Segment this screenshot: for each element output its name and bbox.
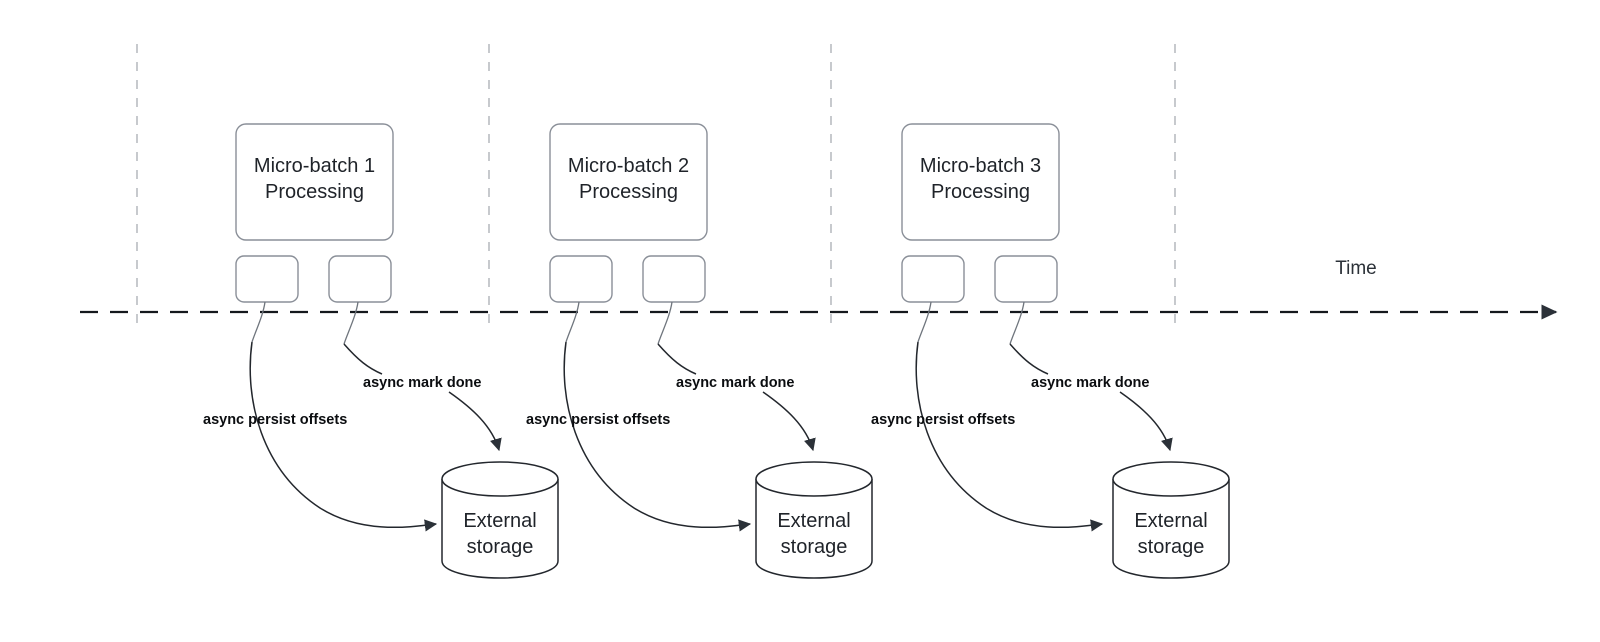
batch-3-mark-done-task[interactable]: [994, 255, 1058, 303]
batch-group-2: Micro-batch 2 Processing async persist o…: [526, 123, 873, 579]
batch-3-persist-offsets-task[interactable]: [901, 255, 965, 303]
micro-batch-3-title-line2: Processing: [931, 181, 1030, 203]
batch-2-async-mark-done-label: async mark done: [676, 375, 794, 391]
micro-batch-1-title-line2: Processing: [265, 181, 364, 203]
micro-batch-2-box[interactable]: [549, 123, 708, 241]
batch-2-external-storage[interactable]: External storage: [755, 461, 873, 579]
batch-1-async-persist-offsets-arrow: [249, 341, 438, 532]
batch-2-storage-label-line2: storage: [781, 536, 848, 558]
batch-2-storage-top: [755, 461, 873, 497]
batch-3-storage-label-line2: storage: [1138, 536, 1205, 558]
time-axis: Time: [80, 258, 1558, 320]
batch-3-storage-label-line1: External: [1134, 510, 1207, 532]
micro-batch-2-title-line1: Micro-batch 2: [568, 155, 689, 177]
micro-batch-1-box[interactable]: [235, 123, 394, 241]
batch-1-mark-done-task[interactable]: [328, 255, 392, 303]
batch-1-storage-body: [441, 479, 559, 579]
batch-2-storage-body: [755, 479, 873, 579]
batch-3-storage-body: [1112, 479, 1230, 579]
batch-3-async-persist-offsets-arrow: [915, 341, 1104, 532]
batch-2-persist-stub: [565, 301, 580, 343]
batch-2-storage-label-line1: External: [777, 510, 850, 532]
batch-group-3: Micro-batch 3 Processing async persist o…: [871, 123, 1230, 579]
micro-batch-2-title-line2: Processing: [579, 181, 678, 203]
batch-1-mark-done-curve-upper: [343, 343, 383, 375]
batch-2-mark-done-task[interactable]: [642, 255, 706, 303]
batch-3-async-mark-done-label: async mark done: [1031, 375, 1149, 391]
batch-3-async-mark-done-arrow: [1119, 391, 1173, 452]
micro-batch-3-title-line1: Micro-batch 3: [920, 155, 1041, 177]
time-axis-label: Time: [1335, 258, 1377, 279]
batch-1-storage-label-line2: storage: [467, 536, 534, 558]
batch-1-external-storage[interactable]: External storage: [441, 461, 559, 579]
batch-2-mark-done-stub: [657, 301, 673, 345]
micro-batch-3-box[interactable]: [901, 123, 1060, 241]
batch-1-async-mark-done-arrow: [448, 391, 502, 452]
batch-3-mark-done-curve-upper: [1009, 343, 1049, 375]
batch-3-persist-stub: [917, 301, 932, 343]
batch-1-async-mark-done-label: async mark done: [363, 375, 481, 391]
batch-2-async-persist-offsets-arrow: [563, 341, 752, 532]
batch-boundaries: [136, 44, 1176, 330]
batch-1-storage-label-line1: External: [463, 510, 536, 532]
batch-group-1: Micro-batch 1 Processing async persist o…: [203, 123, 559, 579]
batch-1-persist-stub: [251, 301, 266, 343]
batch-3-storage-top: [1112, 461, 1230, 497]
batch-3-async-persist-offsets-label: async persist offsets: [871, 412, 1015, 428]
batch-1-mark-done-stub: [343, 301, 359, 345]
batch-3-mark-done-stub: [1009, 301, 1025, 345]
batch-1-storage-top: [441, 461, 559, 497]
batch-2-async-persist-offsets-label: async persist offsets: [526, 412, 670, 428]
batch-2-mark-done-curve-upper: [657, 343, 697, 375]
batch-2-async-mark-done-arrow: [762, 391, 816, 452]
batch-2-persist-offsets-task[interactable]: [549, 255, 613, 303]
batch-1-persist-offsets-task[interactable]: [235, 255, 299, 303]
micro-batch-1-title-line1: Micro-batch 1: [254, 155, 375, 177]
batch-1-async-persist-offsets-label: async persist offsets: [203, 412, 347, 428]
batch-3-external-storage[interactable]: External storage: [1112, 461, 1230, 579]
